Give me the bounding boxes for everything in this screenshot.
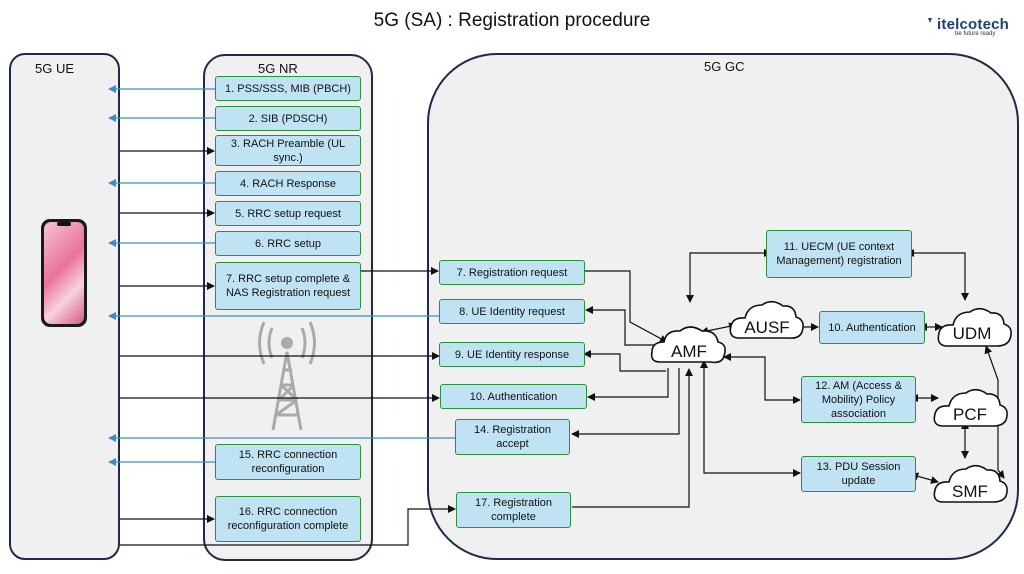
- nr-step-box: 1. PSS/SSS, MIB (PBCH): [215, 76, 361, 101]
- amf-cloud-icon: [650, 326, 726, 364]
- registration-accept-box: 14. Registration accept: [455, 419, 570, 455]
- amf-label: AMF: [671, 342, 707, 361]
- uecm-box: 11. UECM (UE context Management) registr…: [766, 230, 912, 278]
- ausf-cloud-icon: [729, 300, 804, 339]
- brand-logo-icon: [928, 18, 932, 23]
- identity-request-box: 8. UE Identity request: [439, 299, 585, 324]
- diagram-title: 5G (SA) : Registration procedure: [373, 10, 651, 31]
- identity-response-box: 9. UE Identity response: [439, 342, 585, 367]
- nr-panel-label: 5G NR: [258, 61, 298, 76]
- phone-icon: [41, 219, 87, 327]
- ausf-label: AUSF: [744, 318, 790, 337]
- nr-step-box: 15. RRC connection reconfiguration: [215, 444, 361, 480]
- nr-step-box: 5. RRC setup request: [215, 201, 361, 226]
- ausf-authentication-box: 10. Authentication: [819, 311, 925, 344]
- gc-panel-label: 5G GC: [704, 59, 745, 74]
- authentication-box: 10. Authentication: [440, 384, 587, 409]
- registration-request-box: 7. Registration request: [439, 260, 585, 285]
- registration-complete-box: 17. Registration complete: [456, 492, 571, 528]
- smf-cloud-icon: [933, 464, 1008, 503]
- brand-tagline: be future ready: [955, 31, 996, 37]
- nr-step-box: 6. RRC setup: [215, 231, 361, 256]
- brand-name: itelcotech: [937, 16, 1010, 33]
- pdu-session-box: 13. PDU Session update: [801, 456, 916, 492]
- udm-cloud-icon: [937, 307, 1012, 347]
- ue-panel-label: 5G UE: [35, 61, 75, 76]
- smf-label: SMF: [952, 482, 988, 501]
- nr-step-box: 7. RRC setup complete & NAS Registration…: [215, 262, 361, 310]
- nr-step-box: 3. RACH Preamble (UL sync.): [215, 135, 361, 166]
- nr-step-box: 16. RRC connection reconfiguration compl…: [215, 496, 361, 542]
- pcf-label: PCF: [953, 405, 987, 424]
- nr-step-box: 2. SIB (PDSCH): [215, 106, 361, 131]
- am-policy-box: 12. AM (Access & Mobility) Policy associ…: [801, 376, 916, 423]
- udm-label: UDM: [952, 324, 992, 343]
- pcf-cloud-icon: [933, 388, 1008, 427]
- radio-tower-icon: [258, 321, 316, 431]
- nr-step-box: 4. RACH Response: [215, 171, 361, 196]
